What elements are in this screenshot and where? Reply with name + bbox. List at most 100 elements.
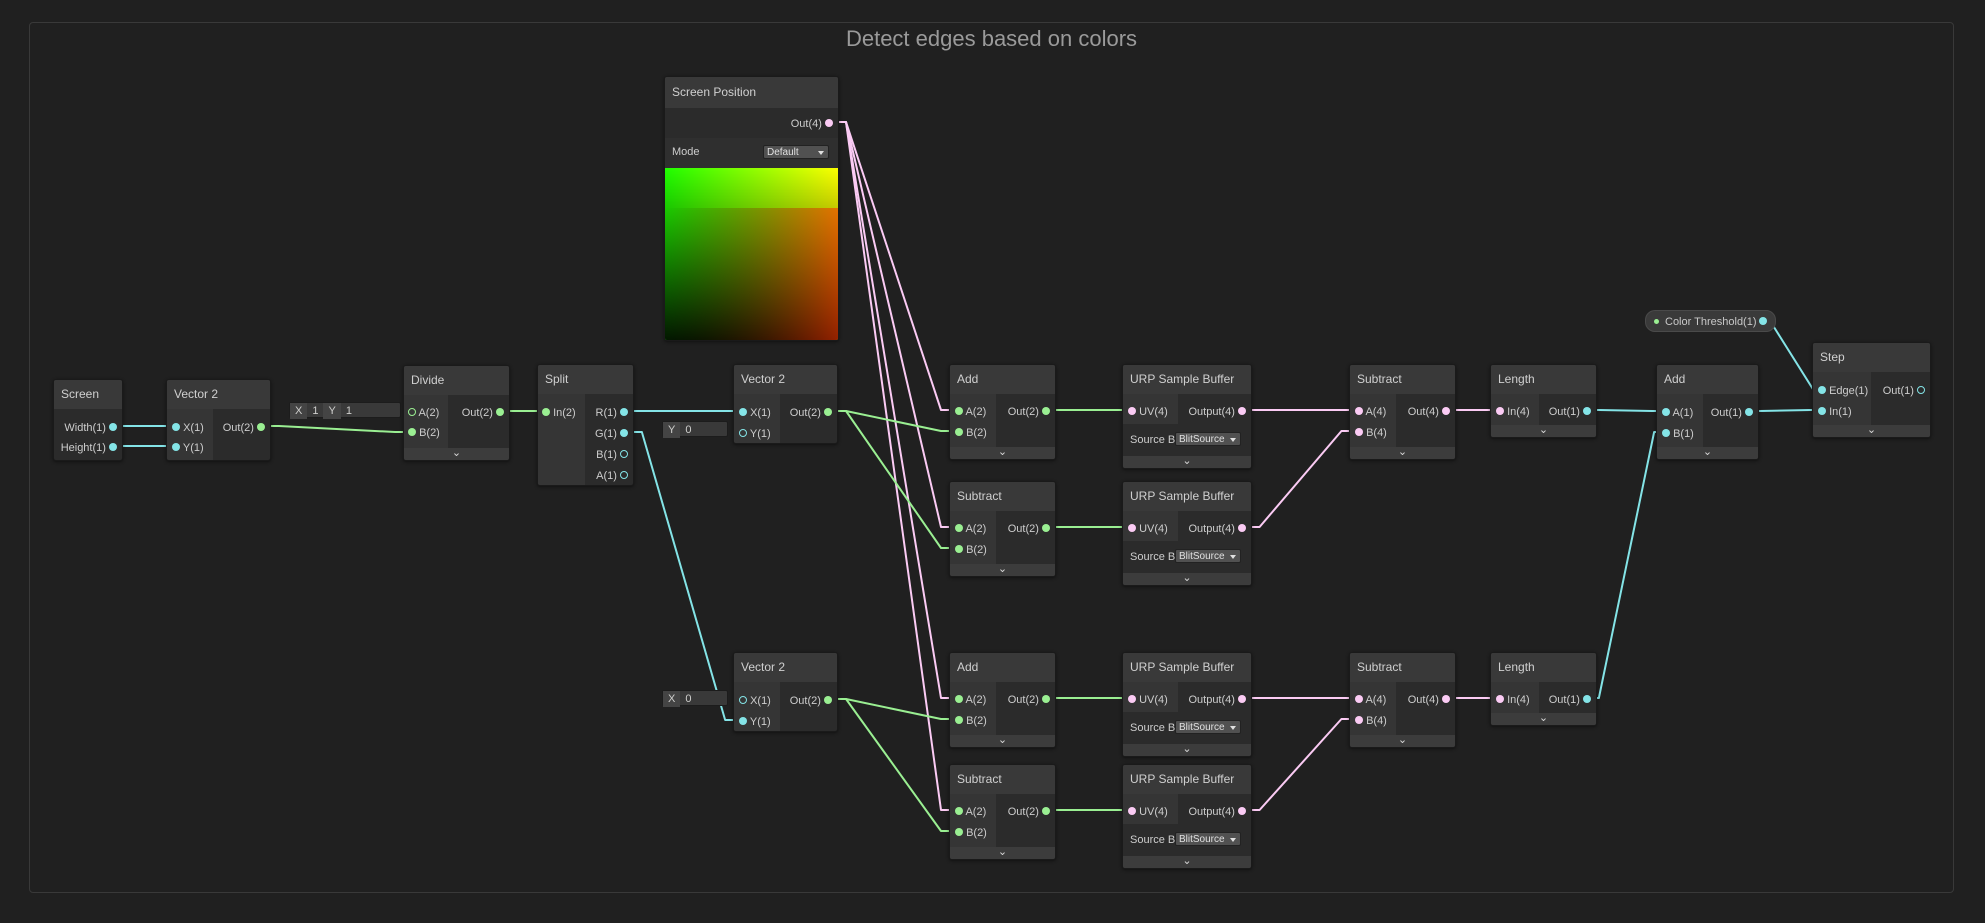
collapse-toggle[interactable]: ⌄ <box>950 563 1055 576</box>
node-screen-position[interactable]: Screen Position Out(4) Mode Default <box>664 76 839 341</box>
input-port-a[interactable]: A(2) <box>955 405 986 419</box>
input-port-in[interactable]: In(4) <box>1496 693 1530 707</box>
input-port-edge[interactable]: Edge(1) <box>1818 384 1868 398</box>
node-vector2-a[interactable]: Vector 2 X(1) Y(1) Out(2) <box>166 379 271 461</box>
output-port-out[interactable]: Out(2) <box>1008 522 1050 536</box>
input-port-y[interactable]: Y(1) <box>739 427 771 441</box>
node-add-1[interactable]: Add A(2) B(2) Out(2) ⌄ <box>949 364 1056 460</box>
node-urp-sample-buffer-2[interactable]: URP Sample Buffer UV(4) Output(4) Source… <box>1122 481 1252 586</box>
output-port-out[interactable]: Out(1) <box>1549 405 1591 419</box>
input-port-x[interactable]: X(1) <box>172 421 204 435</box>
node-length-1[interactable]: Length In(4) Out(1) ⌄ <box>1490 364 1597 438</box>
output-port-out[interactable]: Out(4) <box>791 117 833 131</box>
source-buffer-dropdown[interactable]: BlitSource <box>1175 832 1241 846</box>
node-add-3[interactable]: Add A(1) B(1) Out(1) ⌄ <box>1656 364 1759 460</box>
input-port-a[interactable]: A(4) <box>1355 405 1386 419</box>
input-port-b[interactable]: B(2) <box>955 826 987 840</box>
collapse-toggle[interactable]: ⌄ <box>1657 446 1758 459</box>
collapse-toggle[interactable]: ⌄ <box>950 734 1055 747</box>
output-port-out[interactable]: Out(2) <box>790 406 832 420</box>
output-port-output[interactable]: Output(4) <box>1188 805 1246 819</box>
group-frame[interactable]: Detect edges based on colors <box>29 22 1954 893</box>
collapse-toggle[interactable]: ⌄ <box>1123 855 1251 868</box>
collapse-toggle[interactable]: ⌄ <box>404 447 509 460</box>
collapse-toggle[interactable]: ⌄ <box>1123 455 1251 468</box>
input-port-y[interactable]: Y(1) <box>739 715 771 729</box>
input-port-a[interactable]: A(2) <box>955 805 986 819</box>
input-port-a[interactable]: A(4) <box>1355 693 1386 707</box>
source-buffer-dropdown[interactable]: BlitSource <box>1175 549 1241 563</box>
node-length-2[interactable]: Length In(4) Out(1) ⌄ <box>1490 652 1597 726</box>
collapse-toggle[interactable]: ⌄ <box>1350 734 1455 747</box>
input-port-in[interactable]: In(1) <box>1818 405 1852 419</box>
output-port-out[interactable]: Out(1) <box>1883 384 1925 398</box>
output-port-out[interactable]: Out(4) <box>1408 693 1450 707</box>
input-port-b[interactable]: B(2) <box>408 426 440 440</box>
node-add-2[interactable]: Add A(2) B(2) Out(2) ⌄ <box>949 652 1056 748</box>
input-port-x[interactable]: X(1) <box>739 406 771 420</box>
output-port-b[interactable]: B(1) <box>596 448 628 462</box>
output-port-r[interactable]: R(1) <box>596 406 628 420</box>
output-port-out[interactable]: Out(2) <box>1008 693 1050 707</box>
source-buffer-dropdown[interactable]: BlitSource <box>1175 432 1241 446</box>
output-port-height[interactable]: Height(1) <box>61 441 117 455</box>
collapse-toggle[interactable]: ⌄ <box>1123 572 1251 585</box>
input-port-b[interactable]: B(2) <box>955 426 987 440</box>
output-port-out[interactable]: Out(1) <box>1711 406 1753 420</box>
input-port-uv[interactable]: UV(4) <box>1128 522 1168 536</box>
output-port-out[interactable]: Out(2) <box>1008 805 1050 819</box>
input-port-uv[interactable]: UV(4) <box>1128 693 1168 707</box>
input-port-uv[interactable]: UV(4) <box>1128 805 1168 819</box>
mode-dropdown[interactable]: Default <box>763 145 829 159</box>
output-port-out[interactable]: Out(2) <box>1008 405 1050 419</box>
node-urp-sample-buffer-4[interactable]: URP Sample Buffer UV(4) Output(4) Source… <box>1122 764 1252 869</box>
collapse-toggle[interactable]: ⌄ <box>950 446 1055 459</box>
output-port-output[interactable]: Output(4) <box>1188 522 1246 536</box>
graph-title[interactable]: Detect edges based on colors <box>845 26 1138 51</box>
input-port-x[interactable]: X(1) <box>739 694 771 708</box>
output-port-out[interactable]: Out(2) <box>790 694 832 708</box>
node-step[interactable]: Step Edge(1) In(1) Out(1) ⌄ <box>1812 342 1931 438</box>
output-port-a[interactable]: A(1) <box>596 469 628 483</box>
collapse-toggle[interactable]: ⌄ <box>1123 743 1251 756</box>
source-buffer-dropdown[interactable]: BlitSource <box>1175 720 1241 734</box>
node-subtract-1[interactable]: Subtract A(2) B(2) Out(2) ⌄ <box>949 481 1056 577</box>
input-port-a[interactable]: A(2) <box>955 693 986 707</box>
collapse-toggle[interactable]: ⌄ <box>1491 712 1596 725</box>
collapse-toggle[interactable]: ⌄ <box>950 846 1055 859</box>
collapse-toggle[interactable]: ⌄ <box>1350 446 1455 459</box>
node-divide[interactable]: Divide A(2) B(2) Out(2) ⌄ <box>403 365 510 461</box>
output-port-output[interactable]: Output(4) <box>1188 405 1246 419</box>
input-port-y[interactable]: Y(1) <box>172 441 204 455</box>
node-vector2-c[interactable]: Vector 2 X(1) Y(1) Out(2) <box>733 652 838 732</box>
node-vector2-b[interactable]: Vector 2 X(1) Y(1) Out(2) <box>733 364 838 444</box>
node-urp-sample-buffer-3[interactable]: URP Sample Buffer UV(4) Output(4) Source… <box>1122 652 1252 757</box>
output-port-out[interactable]: Out(1) <box>1549 693 1591 707</box>
output-port-output[interactable]: Output(4) <box>1188 693 1246 707</box>
output-port-out[interactable]: Out(2) <box>223 421 265 435</box>
input-port-b[interactable]: B(4) <box>1355 714 1387 728</box>
output-port-width[interactable]: Width(1) <box>64 421 117 435</box>
input-port-in[interactable]: In(4) <box>1496 405 1530 419</box>
input-port-b[interactable]: B(2) <box>955 543 987 557</box>
input-port-uv[interactable]: UV(4) <box>1128 405 1168 419</box>
input-port-a[interactable]: A(2) <box>408 406 439 420</box>
input-port-b[interactable]: B(2) <box>955 714 987 728</box>
input-port-b[interactable]: B(1) <box>1662 427 1694 441</box>
output-port-out[interactable]: Out(4) <box>1408 405 1450 419</box>
input-port-in[interactable]: In(2) <box>542 406 576 420</box>
node-subtract-2[interactable]: Subtract A(2) B(2) Out(2) ⌄ <box>949 764 1056 860</box>
node-subtract-3[interactable]: Subtract A(4) B(4) Out(4) ⌄ <box>1349 364 1456 460</box>
property-color-threshold[interactable]: Color Threshold(1) <box>1645 310 1776 332</box>
input-port-a[interactable]: A(1) <box>1662 406 1693 420</box>
input-port-b[interactable]: B(4) <box>1355 426 1387 440</box>
collapse-toggle[interactable]: ⌄ <box>1813 424 1930 437</box>
node-screen[interactable]: Screen Width(1) Height(1) <box>53 379 123 461</box>
output-port-out[interactable]: Out(2) <box>462 406 504 420</box>
node-split[interactable]: Split In(2) R(1) G(1) B(1) A(1) <box>537 364 634 486</box>
collapse-toggle[interactable]: ⌄ <box>1491 424 1596 437</box>
input-port-a[interactable]: A(2) <box>955 522 986 536</box>
